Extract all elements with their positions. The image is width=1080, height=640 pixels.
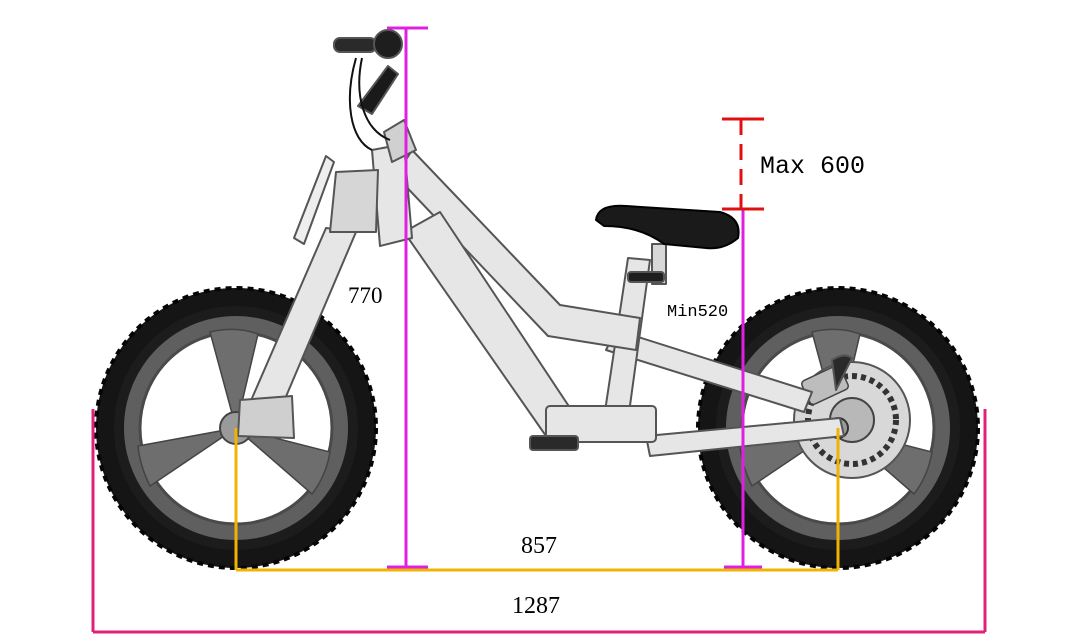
wheelbase-label: 857 <box>521 533 557 559</box>
seat-height-max-label: Max 600 <box>760 152 866 181</box>
seat-height-line <box>724 210 762 569</box>
wheelbase-line <box>234 428 840 572</box>
handlebar-height-label: 770 <box>348 283 383 308</box>
handlebar-height-line <box>387 26 428 569</box>
overall-length-line <box>91 409 987 634</box>
seat-max-line <box>722 117 764 211</box>
overall-length-label: 1287 <box>512 593 560 619</box>
seat-height-min-label: Min520 <box>667 303 729 322</box>
bike-frame <box>237 29 853 457</box>
